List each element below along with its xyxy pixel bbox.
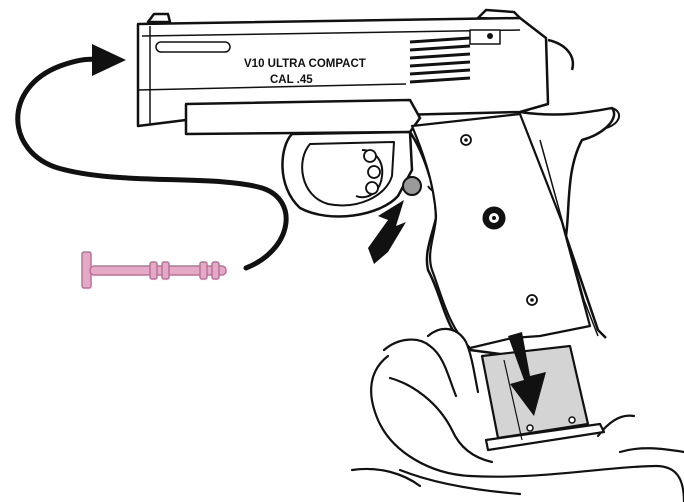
takedown-pin	[82, 252, 226, 288]
grip-panel	[412, 114, 598, 348]
magazine	[482, 346, 604, 450]
slide-engraving-line2: CAL .45	[270, 74, 313, 86]
magazine-release-button	[403, 177, 421, 195]
slide-engraving-line1: V10 ULTRA COMPACT	[244, 58, 366, 70]
